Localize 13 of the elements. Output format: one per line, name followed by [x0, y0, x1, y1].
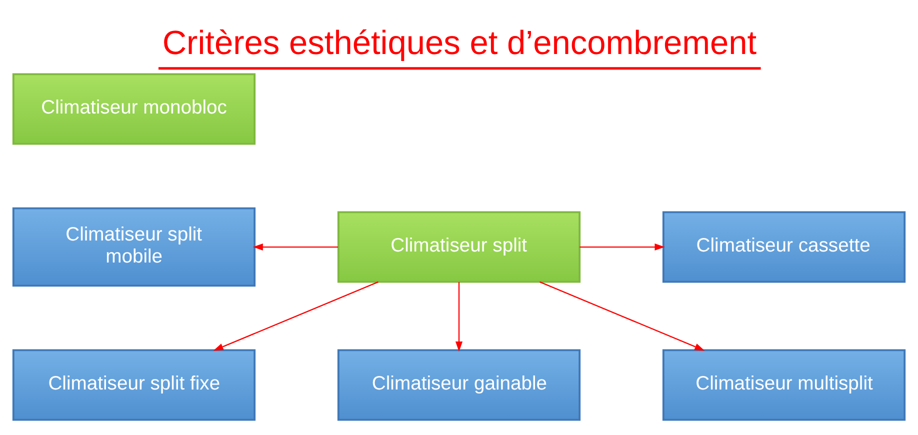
arrow — [455, 282, 463, 352]
arrow — [540, 280, 705, 350]
arrow — [213, 280, 378, 350]
node-box: Climatiseur multisplit — [662, 348, 906, 420]
arrow — [252, 243, 338, 250]
node-box: Climatiseur split mobile — [12, 206, 256, 286]
node-box: Climatiseur monobloc — [12, 72, 256, 144]
arrow — [580, 243, 665, 250]
diagram-title: Critères esthétiques et d’encombrement — [162, 24, 757, 62]
node-box: Climatiseur gainable — [337, 348, 581, 420]
node-box: Climatiseur split — [337, 210, 581, 282]
node-box: Climatiseur cassette — [662, 210, 906, 282]
node-box: Climatiseur split fixe — [12, 348, 256, 420]
